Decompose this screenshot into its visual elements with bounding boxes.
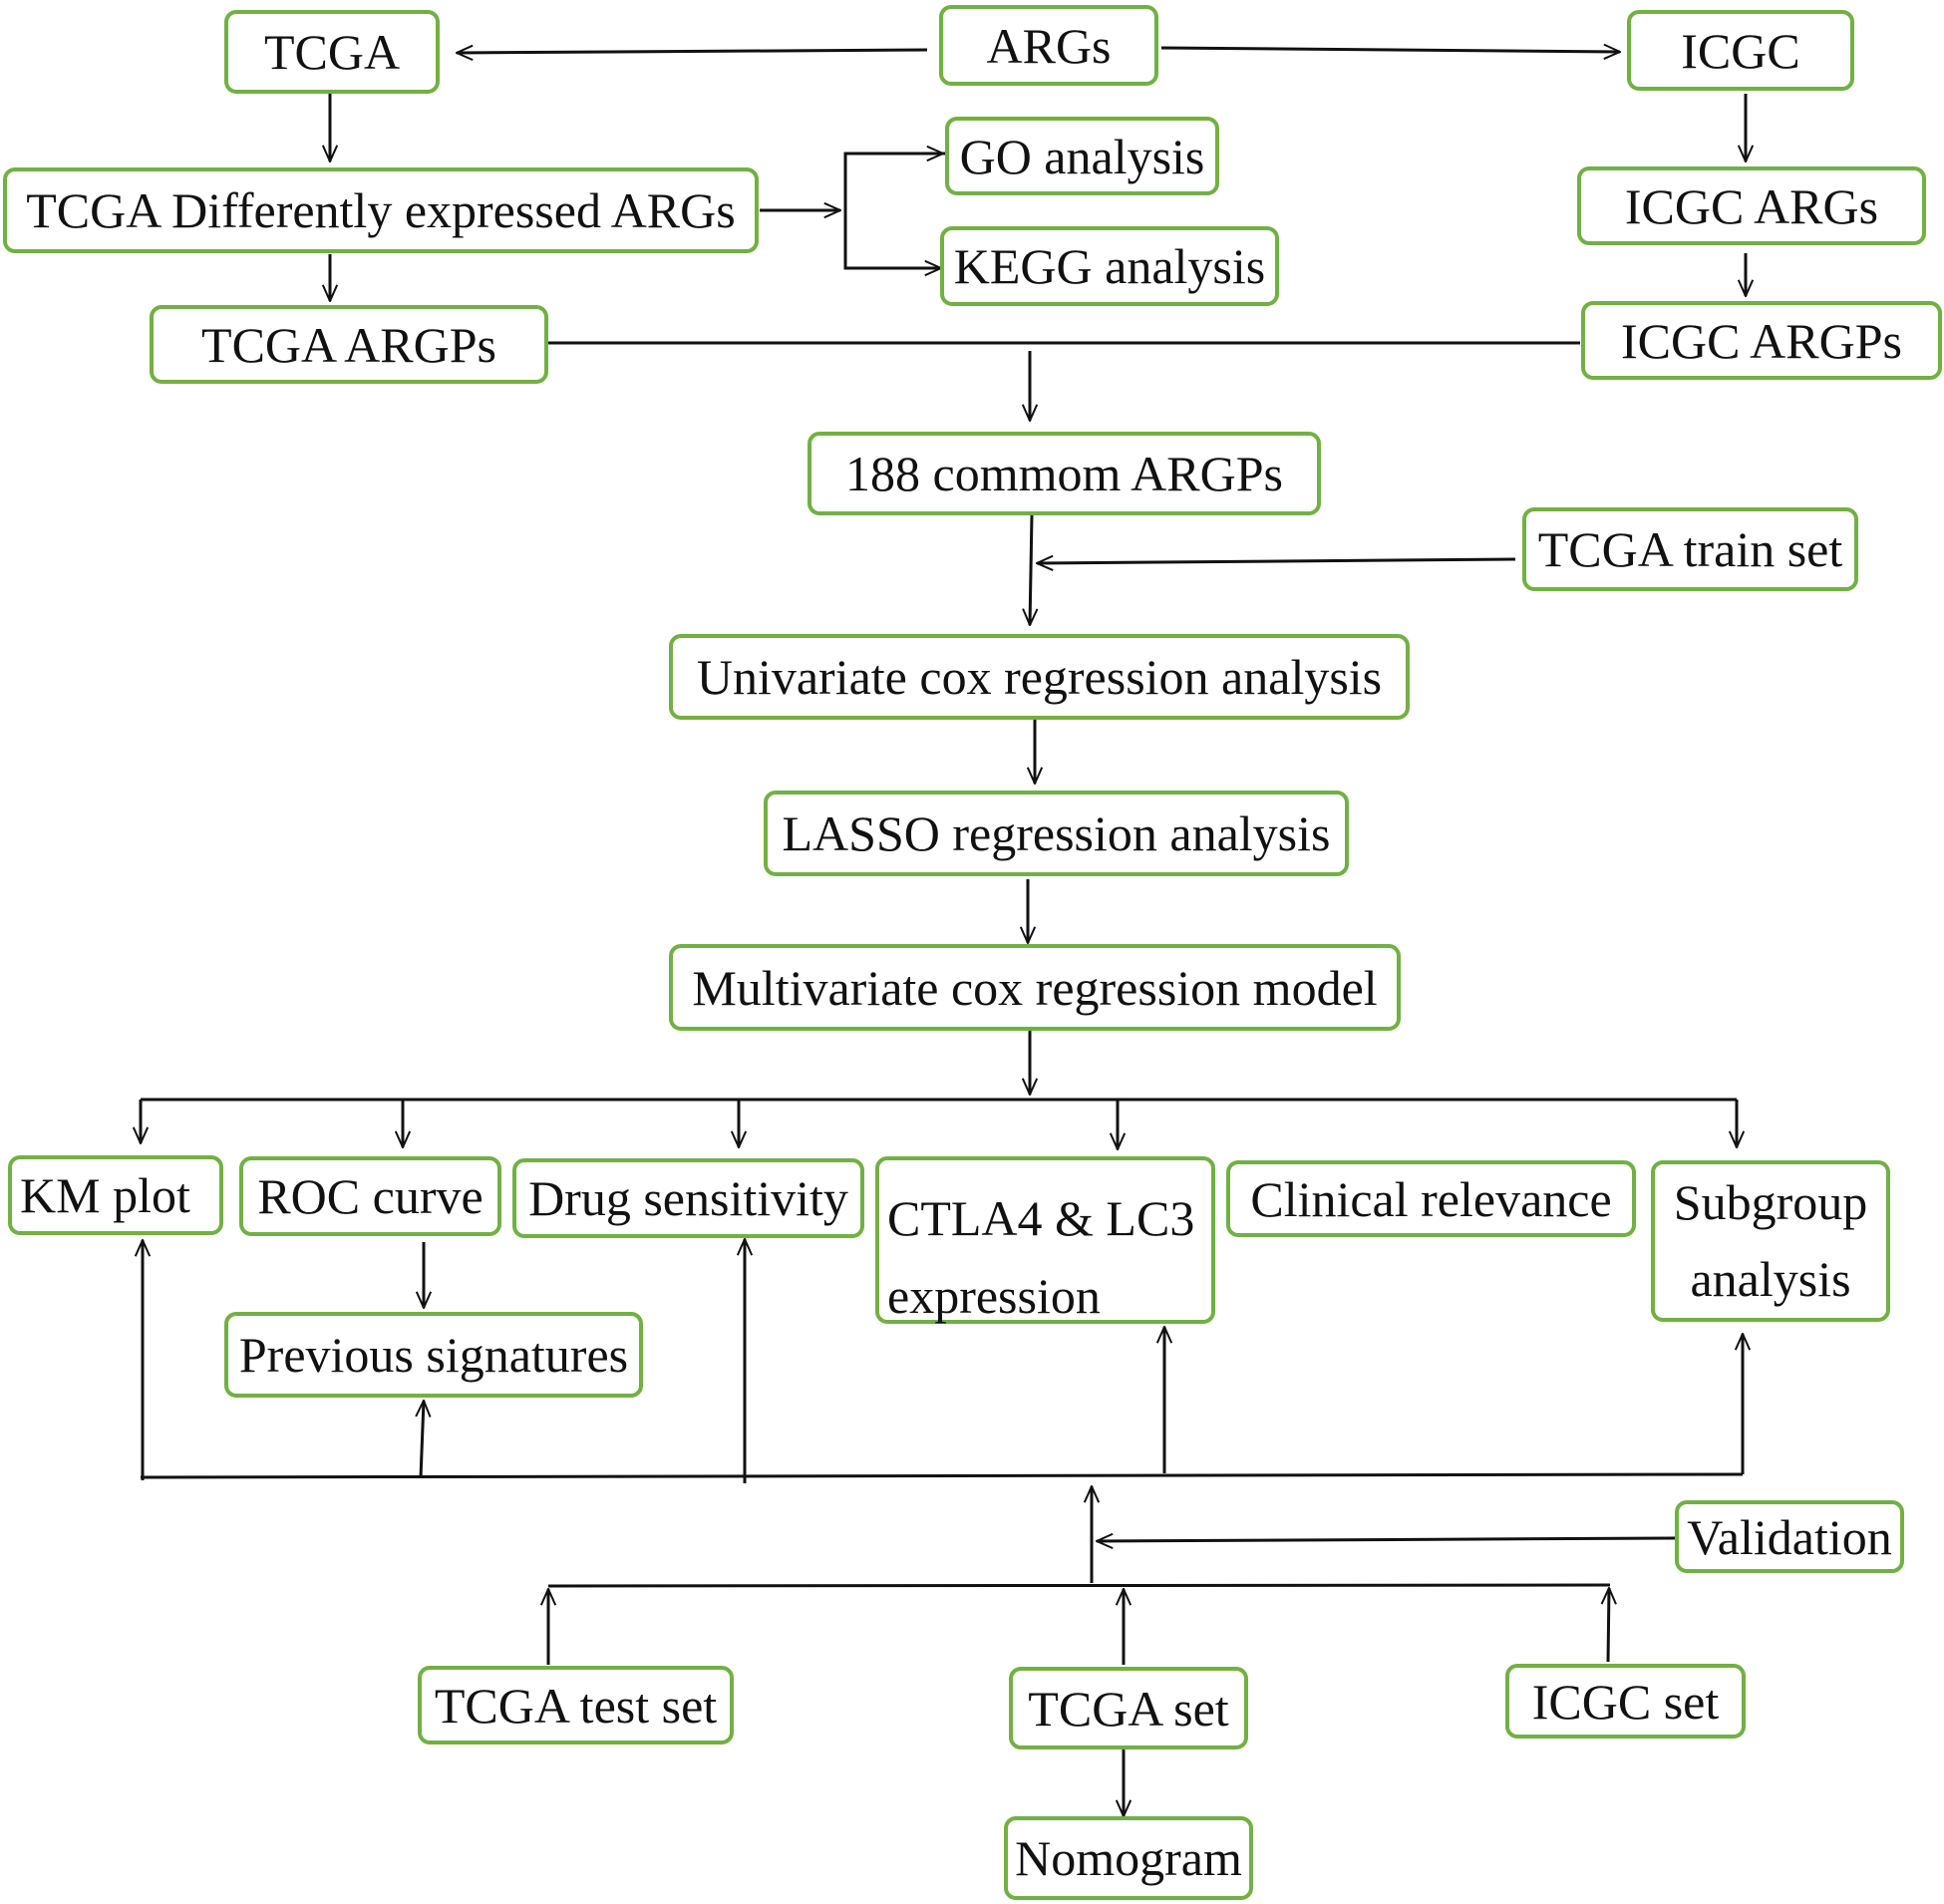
- node-ctla4-lc3: CTLA4 & LC3 expression: [875, 1156, 1215, 1324]
- node-lasso-label: LASSO regression analysis: [782, 805, 1331, 861]
- node-common-argps: 188 commom ARGPs: [808, 432, 1321, 515]
- node-train-set: TCGA train set: [1522, 507, 1858, 591]
- node-kegg-label: KEGG analysis: [953, 238, 1266, 294]
- node-icgc-argps: ICGC ARGPs: [1581, 301, 1942, 380]
- node-ctla4-lc3-text: CTLA4 & LC3 expression: [887, 1180, 1194, 1335]
- node-args: ARGs: [939, 5, 1158, 86]
- arrow-up-to-previous: [421, 1401, 424, 1478]
- node-previous-signatures-label: Previous signatures: [238, 1327, 629, 1383]
- node-clinical-relevance: Clinical relevance: [1226, 1160, 1636, 1237]
- node-validation-label: Validation: [1687, 1508, 1892, 1565]
- node-km-plot: KM plot: [8, 1155, 223, 1235]
- node-ctla4-line2: expression: [887, 1267, 1101, 1324]
- branch-go-kegg: [843, 152, 945, 270]
- node-icgc-argps-label: ICGC ARGPs: [1620, 312, 1903, 369]
- node-nomogram: Nomogram: [1004, 1816, 1253, 1900]
- node-tcga-deg: TCGA Differently expressed ARGs: [3, 167, 759, 253]
- node-icgc-set: ICGC set: [1505, 1664, 1746, 1739]
- node-tcga: TCGA: [224, 10, 440, 94]
- node-multivariate-label: Multivariate cox regression model: [692, 959, 1378, 1016]
- node-common-argps-label: 188 commom ARGPs: [845, 446, 1283, 501]
- node-icgc-args-label: ICGC ARGs: [1624, 177, 1879, 234]
- node-tcga-argps: TCGA ARGPs: [150, 305, 548, 384]
- node-clinical-relevance-label: Clinical relevance: [1250, 1170, 1612, 1227]
- node-go: GO analysis: [945, 117, 1219, 195]
- node-args-label: ARGs: [986, 17, 1112, 74]
- node-kegg: KEGG analysis: [940, 226, 1279, 306]
- arrow-train-to-path: [1037, 559, 1516, 563]
- arrow-args-to-icgc: [1160, 48, 1620, 52]
- node-tcga-label: TCGA: [263, 24, 401, 80]
- arrow-common-to-univariate: [1030, 514, 1032, 625]
- node-go-label: GO analysis: [959, 128, 1205, 184]
- node-drug-sensitivity-label: Drug sensitivity: [528, 1170, 848, 1226]
- line-validation-bar: [140, 1472, 1744, 1479]
- arrow-up-from-icgc-set: [1608, 1588, 1609, 1663]
- node-train-set-label: TCGA train set: [1537, 521, 1843, 577]
- node-ctla4-line1: CTLA4 & LC3: [887, 1190, 1195, 1246]
- node-univariate-label: Univariate cox regression analysis: [696, 649, 1383, 705]
- node-validation: Validation: [1675, 1500, 1904, 1573]
- node-subgroup-analysis: Subgroup analysis: [1651, 1160, 1890, 1322]
- node-icgc-args: ICGC ARGs: [1577, 166, 1926, 245]
- node-tcga-set: TCGA set: [1009, 1667, 1248, 1749]
- line-sets-bar: [547, 1583, 1611, 1588]
- node-multivariate: Multivariate cox regression model: [669, 944, 1401, 1031]
- node-tcga-test-set-label: TCGA test set: [434, 1677, 718, 1734]
- node-nomogram-label: Nomogram: [1015, 1830, 1242, 1886]
- node-subgroup-line1: Subgroup: [1673, 1173, 1868, 1230]
- node-tcga-test-set: TCGA test set: [418, 1666, 734, 1745]
- node-roc-curve-label: ROC curve: [257, 1168, 484, 1224]
- node-tcga-set-label: TCGA set: [1028, 1680, 1229, 1737]
- node-roc-curve: ROC curve: [239, 1156, 501, 1236]
- arrow-validation-in: [1097, 1538, 1676, 1541]
- node-icgc: ICGC: [1627, 10, 1854, 91]
- node-tcga-argps-label: TCGA ARGPs: [201, 316, 496, 373]
- node-subgroup-text: Subgroup analysis: [1674, 1164, 1867, 1319]
- node-subgroup-line2: analysis: [1690, 1251, 1851, 1307]
- node-tcga-deg-label: TCGA Differently expressed ARGs: [26, 182, 736, 238]
- node-drug-sensitivity: Drug sensitivity: [512, 1158, 864, 1238]
- node-icgc-set-label: ICGC set: [1531, 1673, 1720, 1730]
- node-previous-signatures: Previous signatures: [224, 1312, 643, 1398]
- node-km-plot-label: KM plot: [20, 1167, 190, 1223]
- node-lasso: LASSO regression analysis: [764, 791, 1349, 876]
- node-icgc-label: ICGC: [1681, 22, 1800, 79]
- arrow-args-to-tcga: [457, 50, 928, 53]
- node-univariate: Univariate cox regression analysis: [669, 634, 1410, 720]
